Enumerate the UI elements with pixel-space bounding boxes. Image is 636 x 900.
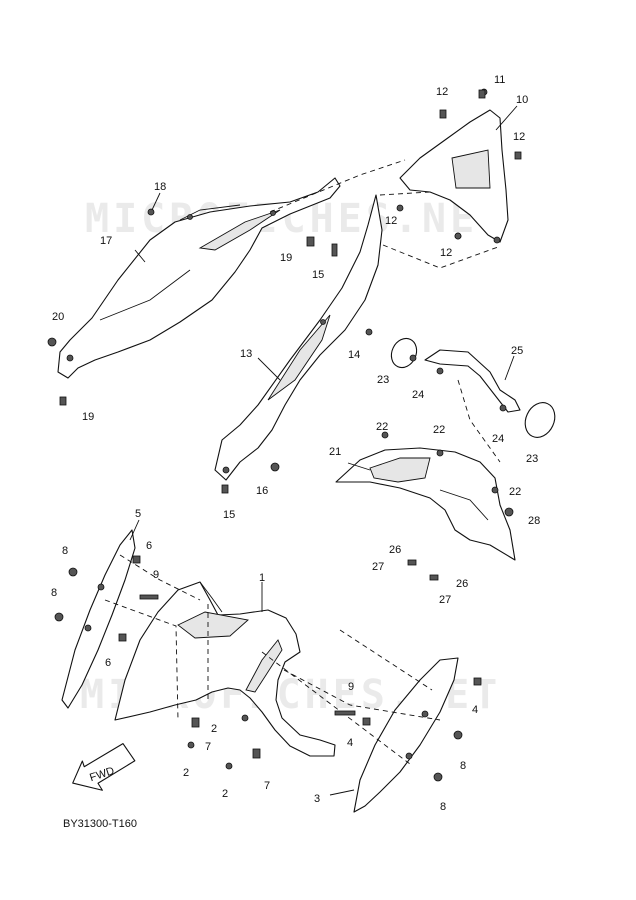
callout-22: 22: [509, 486, 521, 498]
callout-19: 19: [280, 252, 292, 264]
callout-23: 23: [526, 453, 538, 465]
part-17-side-cover: [57, 177, 341, 379]
callout-3: 3: [314, 793, 320, 805]
callout-22: 22: [433, 424, 445, 436]
callout-20: 20: [52, 311, 64, 323]
callout-4: 4: [472, 704, 478, 716]
callout-5: 5: [135, 508, 141, 520]
callout-26: 26: [389, 544, 401, 556]
callout-2: 2: [222, 788, 228, 800]
part-1-front-fender: [114, 581, 336, 757]
callout-8: 8: [51, 587, 57, 599]
callout-12: 12: [436, 86, 448, 98]
part-10-rear-bracket: [399, 88, 509, 244]
callout-19: 19: [82, 411, 94, 423]
callout-26: 26: [456, 578, 468, 590]
part-25-reflector-bracket: [424, 349, 521, 413]
callout-23: 23: [377, 374, 389, 386]
callout-27: 27: [372, 561, 384, 573]
callout-25: 25: [511, 345, 523, 357]
callouts: 1 2 2 2 3 4 4 5 6 6 7 7 8 8 8 8 9 9 10 1…: [51, 74, 540, 813]
callout-16: 16: [256, 485, 268, 497]
callout-10: 10: [516, 94, 528, 106]
callout-7: 7: [264, 780, 270, 792]
callout-12: 12: [385, 215, 397, 227]
part-23-reflector-right: [524, 402, 556, 438]
part-21-rear-fender: [335, 447, 516, 561]
callout-18: 18: [154, 181, 166, 193]
callout-8: 8: [460, 760, 466, 772]
callout-8: 8: [62, 545, 68, 557]
callout-7: 7: [205, 741, 211, 753]
diagram-code: BY31300-T160: [63, 818, 137, 830]
assembly-lines: [104, 159, 501, 765]
part-23-reflector-left: [390, 337, 418, 369]
callout-17: 17: [100, 235, 112, 247]
callout-12: 12: [513, 131, 525, 143]
leader-lines: [129, 105, 518, 796]
callout-9: 9: [348, 681, 354, 693]
fwd-arrow: FWD: [72, 743, 136, 791]
fasteners: [47, 89, 522, 782]
callout-24: 24: [492, 433, 504, 445]
callout-12: 12: [440, 247, 452, 259]
callout-21: 21: [329, 446, 341, 458]
callout-27: 27: [439, 594, 451, 606]
part-3-right-shroud: [353, 657, 459, 813]
callout-6: 6: [105, 657, 111, 669]
callout-4: 4: [347, 737, 353, 749]
callout-28: 28: [528, 515, 540, 527]
callout-13: 13: [240, 348, 252, 360]
callout-24: 24: [412, 389, 424, 401]
callout-11: 11: [494, 74, 505, 86]
callout-8: 8: [440, 801, 446, 813]
callout-22: 22: [376, 421, 388, 433]
callout-6: 6: [146, 540, 152, 552]
callout-2: 2: [211, 723, 217, 735]
callout-9: 9: [153, 569, 159, 581]
callout-15: 15: [223, 509, 235, 521]
part-5-left-shroud: [61, 529, 136, 709]
callout-1: 1: [259, 572, 265, 584]
callout-15: 15: [312, 269, 324, 281]
part-13-inner-panel: [214, 194, 383, 481]
callout-2: 2: [183, 767, 189, 779]
callout-14: 14: [348, 349, 360, 361]
